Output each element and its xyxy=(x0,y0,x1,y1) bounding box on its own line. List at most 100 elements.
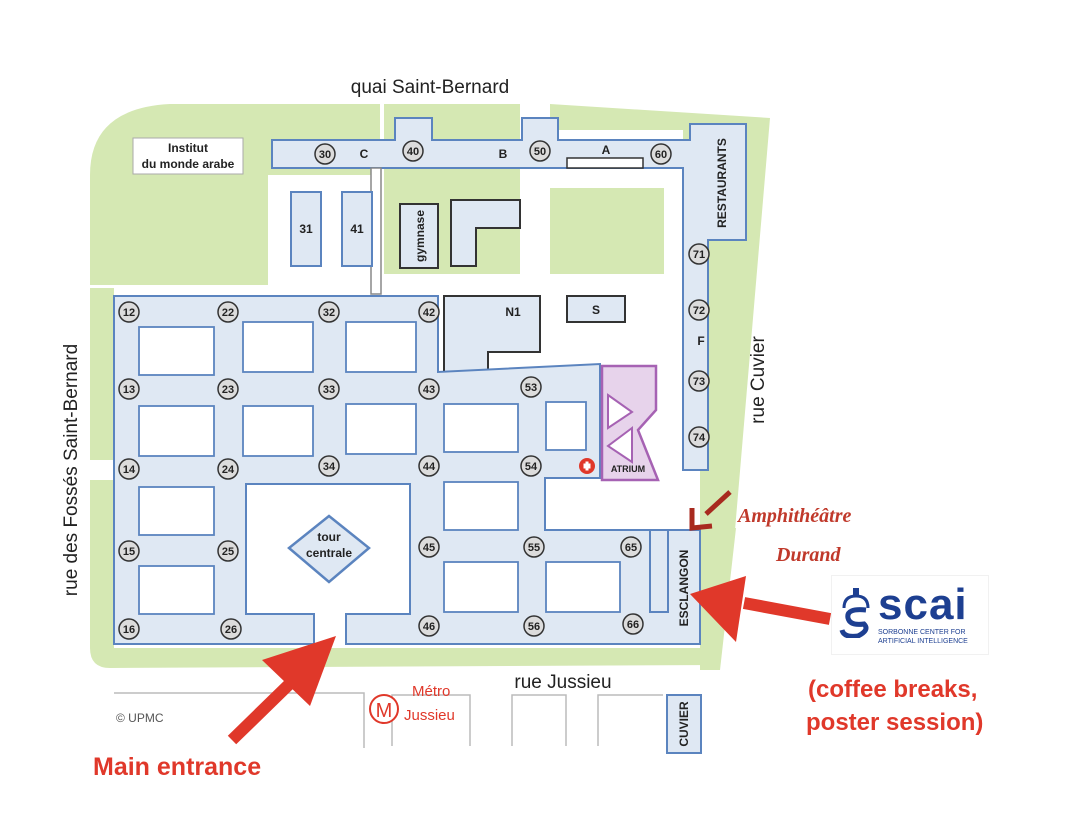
street-rue-fosses-saint-bernard: rue des Fossés Saint-Bernard xyxy=(61,344,82,596)
node-33-label: 33 xyxy=(323,384,335,396)
node-24-label: 24 xyxy=(222,464,235,476)
amphitheatre-label-1: Amphithéâtre xyxy=(736,505,851,527)
street-quai-saint-bernard: quai Saint-Bernard xyxy=(351,77,509,98)
node-42-marker xyxy=(418,301,440,323)
patios xyxy=(138,321,621,615)
node-16-label: 16 xyxy=(123,624,135,636)
node-60-label: 60 xyxy=(655,149,667,161)
node-54-marker xyxy=(520,455,542,477)
amphitheatre-arrow xyxy=(689,490,732,531)
main-entrance-arrow xyxy=(227,636,336,745)
node-56-marker xyxy=(523,615,545,637)
node-34-label: 34 xyxy=(323,461,336,473)
node-60-marker xyxy=(650,143,672,165)
node-30-marker xyxy=(314,143,336,165)
tour-centrale xyxy=(287,514,371,584)
esclangon-arrow xyxy=(690,576,832,642)
node-71-label: 71 xyxy=(693,249,705,261)
s-building xyxy=(566,295,626,323)
node-32-marker xyxy=(318,301,340,323)
node-16-marker xyxy=(118,618,140,640)
green-area-mid xyxy=(550,188,664,274)
wing-f-label: F xyxy=(697,334,704,348)
node-66-label: 66 xyxy=(627,619,639,631)
node-26-label: 26 xyxy=(225,624,237,636)
node-25-label: 25 xyxy=(222,546,234,558)
node-45-marker xyxy=(418,536,440,558)
scai-wordmark: scai xyxy=(878,580,968,629)
node-22-label: 22 xyxy=(222,307,234,319)
s-label: S xyxy=(592,303,600,317)
green-area-west xyxy=(90,288,114,460)
wing-a-bar xyxy=(566,157,644,169)
node-50-label: 50 xyxy=(534,146,546,158)
cuvier-label: CUVIER xyxy=(677,701,691,747)
node-43-label: 43 xyxy=(423,384,435,396)
node-53-marker xyxy=(520,376,542,398)
institut-label-2: du monde arabe xyxy=(142,157,235,171)
node-55-marker xyxy=(523,536,545,558)
gymnase-building xyxy=(399,203,439,269)
node-73-marker xyxy=(688,370,710,392)
green-area-north xyxy=(90,104,380,285)
node-65-label: 65 xyxy=(625,542,637,554)
cuvier-building xyxy=(666,694,702,754)
node-72-marker xyxy=(688,299,710,321)
node-56-label: 56 xyxy=(528,621,540,633)
node-13-label: 13 xyxy=(123,384,135,396)
gymnase-label: gymnase xyxy=(413,210,427,262)
restaurants-label: RESTAURANTS xyxy=(715,138,729,228)
wing-b-label: B xyxy=(499,147,508,161)
node-40-marker xyxy=(402,140,424,162)
node-44-label: 44 xyxy=(423,461,436,473)
wing-c-label: C xyxy=(360,147,369,161)
main-entrance-label: Main entrance xyxy=(93,753,261,781)
building-41-label: 41 xyxy=(350,222,364,236)
tour-label-1: tour xyxy=(317,530,341,544)
scai-logo: scai SORBONNE CENTER FOR ARTIFICIAL INTE… xyxy=(832,576,988,654)
node-15-label: 15 xyxy=(123,546,135,558)
poster-session-label: poster session) xyxy=(806,709,983,736)
node-34-marker xyxy=(318,455,340,477)
gym-annex xyxy=(450,199,521,267)
node-33-marker xyxy=(318,378,340,400)
n1-label: N1 xyxy=(505,305,521,319)
copyright: © UPMC xyxy=(116,711,164,725)
node-32-label: 32 xyxy=(323,307,335,319)
node-22-marker xyxy=(217,301,239,323)
metro-symbol: M xyxy=(376,700,393,722)
node-46-label: 46 xyxy=(423,621,435,633)
wing-a-label: A xyxy=(602,143,611,157)
node-12-marker xyxy=(118,301,140,323)
node-26-marker xyxy=(220,618,242,640)
atrium-label: ATRIUM xyxy=(611,464,645,474)
metro-icon xyxy=(369,694,399,724)
green-area-south-west xyxy=(90,480,720,668)
scai-subtitle-line-1: SORBONNE CENTER FOR xyxy=(878,629,966,636)
scai-subtitle: SORBONNE CENTER FOR ARTIFICIAL INTELLIGE… xyxy=(878,628,968,646)
node-15-marker xyxy=(118,540,140,562)
tour-label-2: centrale xyxy=(306,546,352,560)
building-31 xyxy=(290,191,322,267)
scai-logo-content: scai SORBONNE CENTER FOR ARTIFICIAL INTE… xyxy=(832,576,988,654)
node-72-label: 72 xyxy=(693,305,705,317)
node-73-label: 73 xyxy=(693,376,705,388)
building-31-label: 31 xyxy=(299,222,313,236)
institut-box xyxy=(132,137,244,175)
node-74-marker xyxy=(688,426,710,448)
node-23-label: 23 xyxy=(222,384,234,396)
node-13-marker xyxy=(118,378,140,400)
node-55-label: 55 xyxy=(528,542,540,554)
institut-label-1: Institut xyxy=(168,141,208,155)
node-23-marker xyxy=(217,378,239,400)
metro-label-1: Métro xyxy=(412,683,450,700)
node-14-label: 14 xyxy=(123,464,136,476)
node-24-marker xyxy=(217,458,239,480)
street-rue-jussieu: rue Jussieu xyxy=(514,672,611,693)
node-71-marker xyxy=(688,243,710,265)
building-41 xyxy=(341,191,373,267)
esclangon-label: ESCLANGON xyxy=(677,550,691,627)
node-43-marker xyxy=(418,378,440,400)
